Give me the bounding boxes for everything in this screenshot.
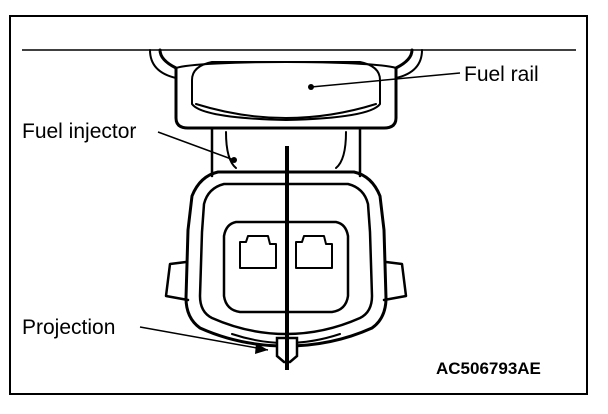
fuel-injector-label: Fuel injector [22, 120, 136, 143]
fuel-rail-label: Fuel rail [464, 63, 539, 86]
projection-label: Projection [22, 316, 115, 339]
leader-fuel-rail [308, 72, 461, 90]
fuel-rail-drawing [149, 48, 423, 130]
diagram-frame [9, 15, 588, 395]
leader-fuel-injector [157, 131, 237, 163]
leader-projection [139, 326, 269, 354]
figure-code: AC506793AE [436, 359, 541, 378]
